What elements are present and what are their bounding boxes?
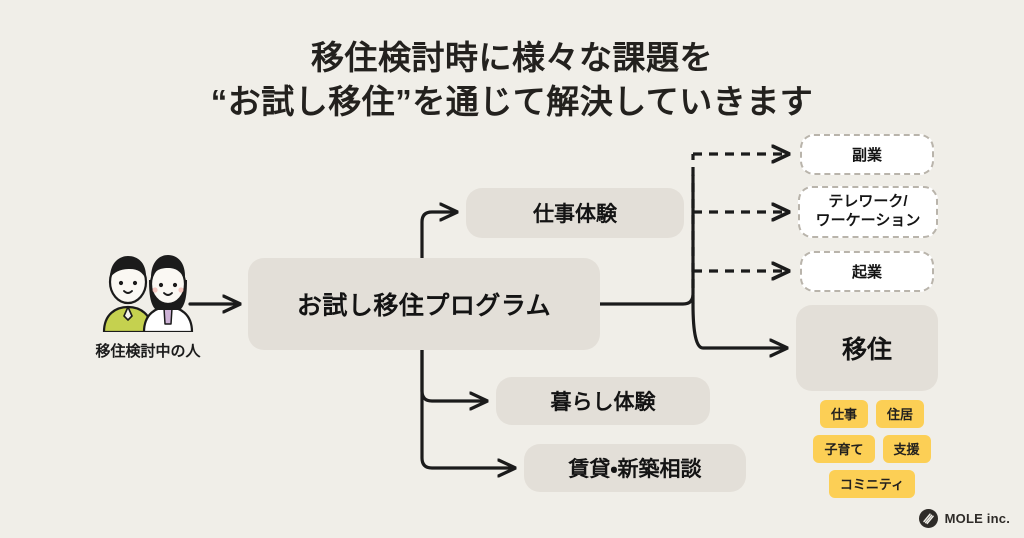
tag-item[interactable]: 仕事 bbox=[819, 400, 868, 428]
tag-item[interactable]: コミニティ bbox=[828, 470, 916, 498]
node-rent-newbuild-consult[interactable]: 賃貸・新築相談 bbox=[524, 444, 746, 492]
mole-logo-icon bbox=[918, 509, 938, 528]
page-title: 移住検討時に様々な課題を “お試し移住”を通じて解決していきます bbox=[210, 39, 814, 121]
wire-to-migration bbox=[691, 302, 786, 348]
actor-caption: 移住検討中の人 bbox=[95, 343, 201, 360]
node-startup[interactable]: 起業 bbox=[800, 251, 934, 292]
couple-illustration-icon bbox=[90, 250, 206, 332]
node-migration[interactable]: 移住 bbox=[796, 305, 938, 391]
node-telework[interactable]: テレワーク/ ワーケーション bbox=[798, 186, 938, 238]
wire-program-to-life bbox=[420, 348, 486, 401]
brand-logo-text: MOLE inc. bbox=[944, 511, 1010, 526]
tag-item[interactable]: 子育て bbox=[813, 435, 875, 463]
node-side-business[interactable]: 副業 bbox=[800, 134, 934, 175]
tag-item[interactable]: 住居 bbox=[876, 400, 925, 428]
brand-logo: MOLE inc. bbox=[918, 509, 1010, 528]
node-program[interactable]: お試し移住プログラム bbox=[248, 258, 600, 350]
tag-item[interactable]: 支援 bbox=[882, 435, 931, 463]
node-life-experience[interactable]: 暮らし体験 bbox=[496, 377, 710, 425]
tag-group: 仕事 住居 子育て 支援 コミニティ bbox=[786, 400, 958, 498]
node-work-experience[interactable]: 仕事体験 bbox=[466, 188, 684, 238]
wire-program-to-work bbox=[420, 212, 456, 260]
